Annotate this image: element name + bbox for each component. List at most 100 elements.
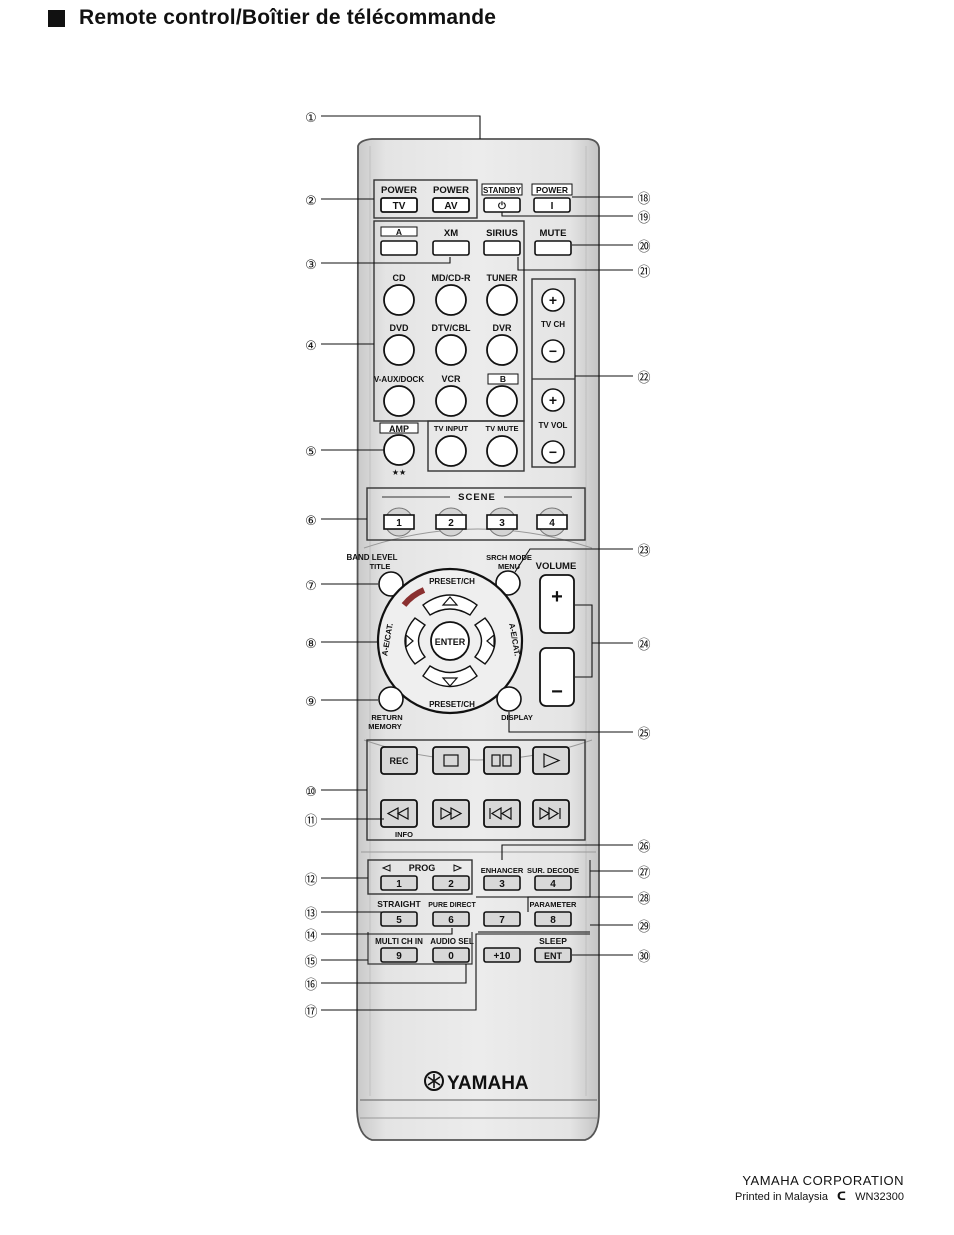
document-code: WN32300	[855, 1191, 904, 1203]
xm-caption: XM	[444, 228, 458, 239]
tv-ch-up-button[interactable]: +	[541, 288, 565, 312]
skip-back-icon	[489, 806, 512, 821]
tv-vol-up-button[interactable]: +	[541, 388, 565, 412]
mute-button[interactable]	[534, 240, 572, 256]
title-button[interactable]	[378, 571, 404, 597]
stop-button[interactable]	[432, 746, 470, 775]
callout-12: ⑫	[304, 872, 317, 887]
triangle-left-icon	[405, 633, 414, 649]
key-1[interactable]: 1	[380, 875, 418, 891]
input-button-dtv-cbl[interactable]	[435, 334, 467, 366]
scene-3-label: 3	[499, 518, 505, 529]
recycle-c-icon: ᑕ	[837, 1191, 847, 1203]
input-button-md-cd-r[interactable]	[435, 284, 467, 316]
key-9-label: 9	[396, 951, 402, 962]
callout-4: ④	[305, 338, 317, 353]
key-3[interactable]: 3	[483, 875, 521, 891]
amp-button[interactable]	[383, 434, 415, 466]
power-tv-button[interactable]: TV	[380, 197, 418, 213]
stop-icon	[443, 754, 459, 767]
input-label-tuner: TUNER	[487, 273, 518, 283]
play-button[interactable]	[532, 746, 570, 775]
rewind-button[interactable]	[380, 799, 418, 828]
tv-vol-down-button[interactable]: −	[541, 440, 565, 464]
key-0[interactable]: 0	[432, 947, 470, 963]
ae-cat-right-button[interactable]	[473, 617, 496, 665]
plus-icon: +	[549, 292, 557, 308]
callout-28: ㉘	[637, 891, 650, 906]
return-button[interactable]	[378, 686, 404, 712]
power-group: POWER POWER TV AV STANDBY POWER ⏻ I	[373, 179, 573, 219]
skip-back-button[interactable]	[483, 799, 521, 828]
callout-6: ⑥	[305, 513, 317, 528]
key-7[interactable]: 7	[483, 911, 521, 927]
callout-26: ㉖	[637, 839, 650, 854]
xm-button[interactable]	[432, 240, 470, 256]
power-caption: POWER	[536, 185, 568, 195]
input-button-dvr[interactable]	[486, 334, 518, 366]
key-4[interactable]: 4	[534, 875, 572, 891]
input-button-tuner[interactable]	[486, 284, 518, 316]
input-label-md-cd-r: MD/CD-R	[432, 273, 471, 283]
key-plus-10[interactable]: +10	[483, 947, 521, 963]
scene-1-button[interactable]: 1	[383, 507, 415, 537]
key-9[interactable]: 9	[380, 947, 418, 963]
fast-forward-button[interactable]	[432, 799, 470, 828]
callout-13: ⑬	[304, 906, 317, 921]
minus-icon: −	[549, 444, 557, 460]
straight-caption: STRAIGHT	[377, 899, 421, 909]
input-button-cd[interactable]	[383, 284, 415, 316]
tv-ch-down-button[interactable]: −	[541, 339, 565, 363]
skip-forward-button[interactable]	[532, 799, 570, 828]
rec-button[interactable]: REC	[380, 746, 418, 775]
callout-17: ⑰	[304, 1004, 317, 1019]
a-button[interactable]	[380, 240, 418, 256]
callout-20: ⑳	[637, 239, 650, 254]
scene-3-button[interactable]: 3	[486, 507, 518, 537]
preset-up-button[interactable]	[422, 594, 478, 616]
scene-2-button[interactable]: 2	[435, 507, 467, 537]
triangle-down-icon	[441, 677, 459, 687]
power-av-caption: POWER	[433, 185, 469, 196]
page-header: Remote control/Boîtier de télécommande	[48, 6, 496, 30]
amp-stars-icon: ★★	[392, 468, 406, 477]
input-label-vcr: VCR	[441, 374, 461, 384]
amp-group: AMP ★★ TV INPUT TV MUTE	[379, 420, 525, 477]
callouts-right: ⑱ ⑲ ⑳ ㉑ ㉒ ㉓ ㉔ ㉕ ㉖ ㉗ ㉘ ㉙ ㉚	[637, 191, 650, 964]
volume-up-button[interactable]: +	[539, 574, 575, 634]
tv-mute-button[interactable]	[486, 435, 518, 467]
display-button[interactable]	[496, 686, 522, 712]
power-av-button[interactable]: AV	[432, 197, 470, 213]
ring-accent	[401, 587, 426, 607]
key-6[interactable]: 6	[432, 911, 470, 927]
scene-4-button[interactable]: 4	[536, 507, 568, 537]
callout-18: ⑱	[637, 191, 650, 206]
standby-button[interactable]: ⏻	[483, 197, 521, 213]
pause-button[interactable]	[483, 746, 521, 775]
key-8[interactable]: 8	[534, 911, 572, 927]
callout-15: ⑮	[304, 954, 317, 969]
enter-button[interactable]: ENTER	[430, 621, 470, 661]
input-button-v-aux-dock[interactable]	[383, 385, 415, 417]
ae-cat-left-button[interactable]	[404, 617, 427, 665]
key-ent[interactable]: ENT	[534, 947, 572, 963]
input-button-dvd[interactable]	[383, 334, 415, 366]
power-on-button[interactable]: I	[533, 197, 571, 213]
scene-4-label: 4	[549, 518, 555, 529]
amp-caption: AMP	[389, 424, 409, 434]
tv-control-group: + TV CH − + TV VOL −	[531, 278, 576, 468]
menu-button[interactable]	[495, 570, 521, 596]
callout-2: ②	[305, 193, 317, 208]
key-0-label: 0	[448, 951, 454, 962]
key-2[interactable]: 2	[432, 875, 470, 891]
sirius-button[interactable]	[483, 240, 521, 256]
input-button-b[interactable]	[486, 385, 518, 417]
volume-down-button[interactable]: −	[539, 647, 575, 707]
input-button-vcr[interactable]	[435, 385, 467, 417]
key-5[interactable]: 5	[380, 911, 418, 927]
preset-down-button[interactable]	[422, 665, 478, 688]
tv-input-button[interactable]	[435, 435, 467, 467]
tv-mute-caption: TV MUTE	[486, 424, 519, 433]
skip-forward-icon	[539, 806, 561, 821]
scene-caption: SCENE	[458, 492, 496, 503]
